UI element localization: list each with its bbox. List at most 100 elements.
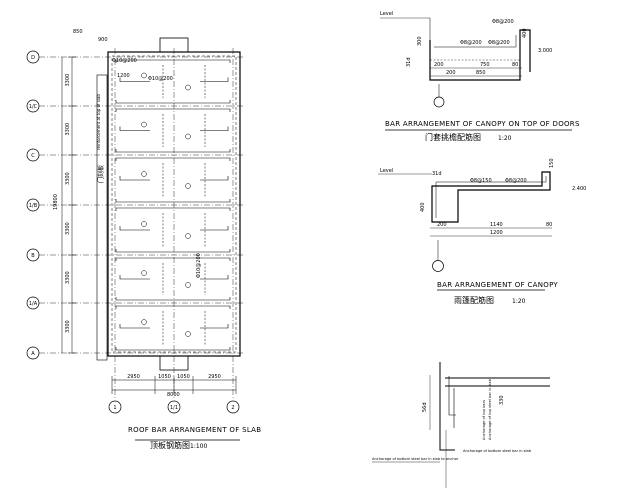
- rebar-tag-b-5: [185, 331, 191, 337]
- row-dim-5: 3300: [65, 320, 71, 333]
- section-bar-1: [448, 376, 456, 416]
- rebar-left-5: [119, 324, 150, 329]
- canopy-dim-150: 150: [549, 158, 555, 168]
- row-bubble-label-5: 1/A: [29, 301, 38, 307]
- rebar-top-5: [115, 305, 231, 309]
- section-detail: [372, 362, 550, 488]
- bottom-total: 8000: [167, 392, 180, 398]
- canopy-title-zh: 雨篷配筋图: [454, 295, 494, 305]
- bottom-dim-0: 2950: [127, 374, 140, 380]
- section-note-3: Anchorage of bottom steel bar in slab: [463, 449, 532, 453]
- section-note-4: Anchorage of bottom steel bar in slab to…: [372, 457, 459, 461]
- canopy-doors-title-zh: 门套挑檐配筋图: [425, 132, 481, 142]
- roof-scale: 1:100: [190, 443, 207, 450]
- row-bubble-label-4: B: [31, 253, 35, 259]
- side-strip: [96, 74, 108, 361]
- canopy-doors-bar-mid: Φ8@200: [488, 40, 510, 46]
- rebar-left-0: [119, 77, 150, 82]
- row-bubble-label-1: 1/C: [29, 104, 38, 110]
- col-bubble-0: [108, 400, 122, 414]
- rebar-tag-0: [141, 72, 147, 79]
- rebar-bottom-1: [115, 149, 231, 153]
- row-grid-bubbles: D1/CC1/BB1/AA: [26, 50, 40, 360]
- rebar-tag-4: [141, 270, 147, 276]
- canopy-dim-b1: 200: [437, 222, 447, 228]
- rebar-top-4: [115, 257, 231, 261]
- canopy-doors-dim-total: 850: [476, 70, 486, 76]
- top-label: 900: [98, 37, 108, 43]
- canopy-scale: 1:20: [512, 298, 526, 305]
- rebar-right-1: [200, 126, 229, 131]
- rebar-left-2: [119, 176, 150, 181]
- rebar-left-4: [119, 275, 150, 280]
- canopy-doors-level: Level: [380, 11, 393, 17]
- canopy-doors-labels: Level Φ8@200 Φ8@200 Φ8@200 300 400 3.000…: [380, 11, 580, 142]
- row-dim-0: 3300: [65, 74, 71, 87]
- rebar-tag-3: [141, 221, 147, 227]
- canopy-doors-dim-b4: 80: [512, 62, 518, 68]
- bottom-dim-texts: 2950 1050 1050 2950: [127, 374, 221, 380]
- rebar-tag-b-0: [185, 84, 191, 91]
- section-dim-56d: 56d: [422, 402, 428, 412]
- rebar-tag-1: [141, 121, 147, 128]
- section-wall: [439, 362, 455, 451]
- section-slab: [445, 377, 550, 387]
- bar-label-2: Φ10@200: [148, 76, 173, 82]
- col-bubble-label-1: 1/1: [170, 405, 178, 411]
- rebar-bottom-4: [115, 297, 231, 301]
- canopy-title-en: BAR ARRANGEMENT OF CANOPY: [437, 281, 558, 289]
- row-dim-4: 3300: [65, 271, 71, 284]
- canopy-doors-bar-right: Φ8@200: [492, 19, 514, 25]
- overall-dim: 19800: [53, 194, 59, 210]
- bottom-dim-3: 2950: [208, 374, 221, 380]
- rebar-tag-b-2: [185, 183, 191, 189]
- canopy-dim-400: 400: [420, 202, 426, 212]
- canopy-doors-bar-left: Φ8@200: [460, 40, 482, 46]
- rebar-bottom-5: [115, 347, 231, 351]
- canopy-axis-bubble: [432, 260, 444, 272]
- rebar-left-3: [119, 226, 150, 231]
- canopy-doors-dim-3000: 3.000: [538, 48, 552, 54]
- row-dim-2: 3300: [65, 172, 71, 185]
- rebar-top-2: [115, 157, 231, 161]
- canopy-doors-profile: [429, 29, 531, 81]
- canopy-dim-total: 1200: [490, 230, 503, 236]
- top-dim: 850: [73, 29, 83, 35]
- rebar-bottom-3: [115, 249, 231, 253]
- bottom-dim-2: 1050: [177, 374, 190, 380]
- rebar-top-0: [115, 59, 231, 63]
- rebar-top-3: [115, 207, 231, 211]
- rebar-right-2: [200, 176, 229, 181]
- row-bubble-label-3: 1/B: [29, 203, 38, 209]
- bottom-dim-1: 1050: [158, 374, 171, 380]
- canopy-doors-dim-b3: 750: [480, 62, 490, 68]
- canopy-doors-title-en: BAR ARRANGEMENT OF CANOPY ON TOP OF DOOR…: [385, 120, 580, 128]
- canopy-profile: [431, 171, 551, 223]
- rebar-tag-b-4: [185, 282, 191, 288]
- canopy-dim-2400: 2.400: [572, 186, 586, 192]
- rebar-bottom-0: [115, 100, 231, 104]
- canopy-dim-31d: 31d: [432, 171, 442, 177]
- canopy-doors-dim-400: 400: [522, 28, 528, 38]
- rebar-right-5: [200, 324, 229, 329]
- row-bubble-label-2: C: [31, 153, 35, 159]
- canopy-labels: Level 31d Φ8@150 Φ8@200 400 150 2.400 20…: [380, 158, 586, 305]
- side-note: reinforcement at top of slab: [96, 94, 101, 150]
- rebar-left-1: [119, 126, 150, 131]
- canopy-doors-axis-bubble: [433, 96, 445, 108]
- section-dim-330: 330: [499, 395, 505, 405]
- canopy-doors-dim-31d: 31d: [406, 57, 412, 67]
- rebar-top-1: [115, 108, 231, 112]
- canopy-doors-dim-b2: 200: [446, 70, 456, 76]
- col-bubble-2: [226, 400, 240, 414]
- canopy-doors-dim-300: 300: [417, 36, 423, 46]
- canopy-doors-bar: [434, 35, 517, 48]
- col-bubble-label-2: 2: [231, 405, 234, 411]
- rebar-right-3: [200, 226, 229, 231]
- canopy-doors-scale: 1:20: [498, 135, 512, 142]
